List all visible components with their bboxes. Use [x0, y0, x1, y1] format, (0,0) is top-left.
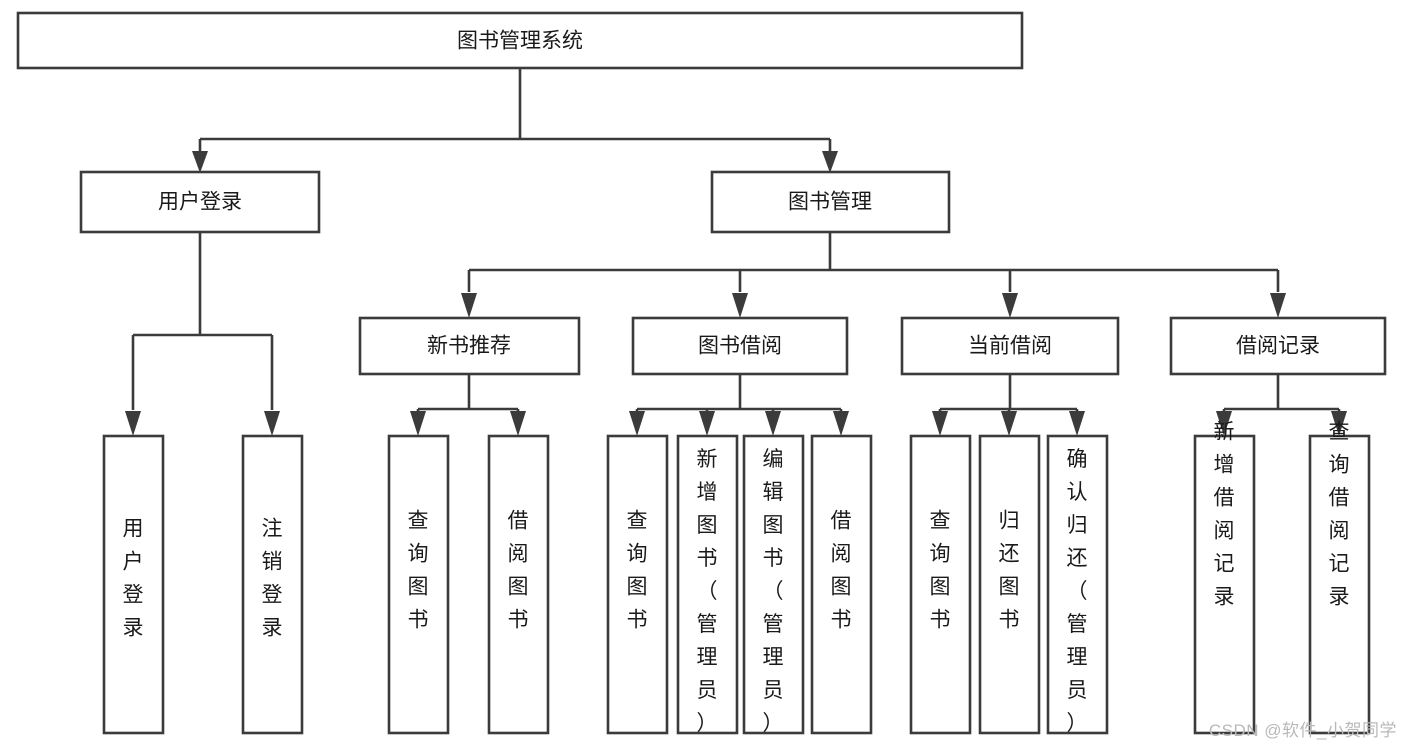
leaf-user-login-box[interactable]	[102, 434, 165, 735]
arrow-to-leaf-user-logout	[264, 411, 280, 436]
arrow-to-leaf-add-record	[1216, 411, 1232, 436]
leaf-user-logout-box[interactable]	[241, 434, 304, 735]
leaf-query-book-1-box[interactable]	[387, 434, 450, 735]
new-book-recommend-box[interactable]	[358, 316, 581, 376]
leaf-add-book-box[interactable]	[676, 434, 739, 735]
arrow-to-leaf-query-book-1	[410, 411, 426, 436]
arrow-to-user-login	[192, 151, 208, 173]
book-borrow-label: 图书借阅	[698, 335, 782, 358]
leaf-edit-book-label: 编辑图书（管理员）	[763, 448, 784, 735]
arrow-to-leaf-edit-book	[765, 411, 781, 436]
node-leaf-add-book[interactable]: 新增图书（管理员）	[676, 434, 739, 735]
leaf-user-logout-label: 注销登录	[262, 518, 283, 640]
edges-layer	[125, 68, 1347, 436]
arrow-to-leaf-user-login	[125, 411, 141, 436]
user-login-label: 用户登录	[158, 191, 242, 214]
node-new-book-recommend[interactable]: 新书推荐	[358, 316, 581, 376]
arrow-to-leaf-borrow-book-2	[833, 411, 849, 436]
arrow-to-book-borrow	[732, 293, 748, 318]
node-current-borrow[interactable]: 当前借阅	[900, 316, 1120, 376]
node-leaf-borrow-book-2[interactable]: 借阅图书	[810, 434, 873, 735]
leaf-query-book-3-box[interactable]	[909, 434, 972, 735]
root-box[interactable]	[16, 11, 1024, 70]
leaf-query-record-label: 查询借阅记录	[1329, 421, 1350, 609]
leaf-borrow-book-2-box[interactable]	[810, 434, 873, 735]
leaf-add-record-label: 新增借阅记录	[1214, 421, 1235, 609]
leaf-edit-book-box[interactable]	[742, 434, 805, 735]
node-borrow-record[interactable]: 借阅记录	[1169, 316, 1387, 376]
leaf-query-record-box[interactable]	[1308, 434, 1371, 735]
arrow-to-new-book-recommend	[461, 293, 477, 318]
leaf-borrow-book-1-label: 借阅图书	[508, 510, 529, 632]
arrow-to-leaf-query-record	[1331, 411, 1347, 436]
arrow-to-leaf-confirm-return	[1069, 411, 1085, 436]
node-leaf-return-book[interactable]: 归还图书	[978, 434, 1041, 735]
leaf-return-book-label: 归还图书	[999, 510, 1020, 632]
user-login-box[interactable]	[79, 170, 321, 234]
leaf-user-login-label: 用户登录	[123, 518, 144, 640]
leaf-return-book-box[interactable]	[978, 434, 1041, 735]
borrow-record-label: 借阅记录	[1236, 335, 1320, 358]
arrow-to-leaf-borrow-book-1	[510, 411, 526, 436]
node-leaf-borrow-book-1[interactable]: 借阅图书	[487, 434, 550, 735]
node-root[interactable]: 图书管理系统	[16, 11, 1024, 70]
current-borrow-label: 当前借阅	[968, 335, 1052, 358]
new-book-recommend-label: 新书推荐	[427, 335, 511, 358]
leaf-borrow-book-2-label: 借阅图书	[831, 510, 852, 632]
node-leaf-user-login[interactable]: 用户登录	[102, 434, 165, 735]
node-leaf-user-logout[interactable]: 注销登录	[241, 434, 304, 735]
root-label: 图书管理系统	[457, 30, 583, 53]
leaf-borrow-book-1-box[interactable]	[487, 434, 550, 735]
leaf-query-book-2-label: 查询图书	[627, 510, 648, 632]
book-manage-box[interactable]	[710, 170, 951, 234]
leaf-query-book-3-label: 查询图书	[930, 510, 951, 632]
arrow-to-borrow-record	[1270, 293, 1286, 318]
arrow-to-leaf-add-book	[699, 411, 715, 436]
node-book-borrow[interactable]: 图书借阅	[631, 316, 849, 376]
arrow-to-leaf-query-book-2	[629, 411, 645, 436]
node-leaf-query-record[interactable]: 查询借阅记录	[1308, 421, 1371, 735]
node-leaf-query-book-3[interactable]: 查询图书	[909, 434, 972, 735]
node-leaf-edit-book[interactable]: 编辑图书（管理员）	[742, 434, 805, 735]
node-leaf-query-book-2[interactable]: 查询图书	[606, 434, 669, 735]
node-book-manage[interactable]: 图书管理	[710, 170, 951, 234]
leaf-confirm-return-label: 确认归还（管理员）	[1067, 448, 1088, 735]
node-leaf-query-book-1[interactable]: 查询图书	[387, 434, 450, 735]
node-leaf-add-record[interactable]: 新增借阅记录	[1193, 421, 1256, 735]
arrow-to-current-borrow	[1002, 293, 1018, 318]
arrow-to-leaf-return-book	[1001, 411, 1017, 436]
current-borrow-box[interactable]	[900, 316, 1120, 376]
leaf-query-book-2-box[interactable]	[606, 434, 669, 735]
borrow-record-box[interactable]	[1169, 316, 1387, 376]
leaf-query-book-1-label: 查询图书	[408, 510, 429, 632]
node-leaf-confirm-return[interactable]: 确认归还（管理员）	[1046, 434, 1109, 735]
book-manage-label: 图书管理	[788, 191, 872, 214]
book-borrow-box[interactable]	[631, 316, 849, 376]
arrow-to-leaf-query-book-3	[932, 411, 948, 436]
arrow-to-book-manage	[822, 151, 838, 173]
leaf-confirm-return-box[interactable]	[1046, 434, 1109, 735]
node-user-login[interactable]: 用户登录	[79, 170, 321, 234]
leaf-add-record-box[interactable]	[1193, 434, 1256, 735]
leaf-add-book-label: 新增图书（管理员）	[697, 448, 718, 735]
